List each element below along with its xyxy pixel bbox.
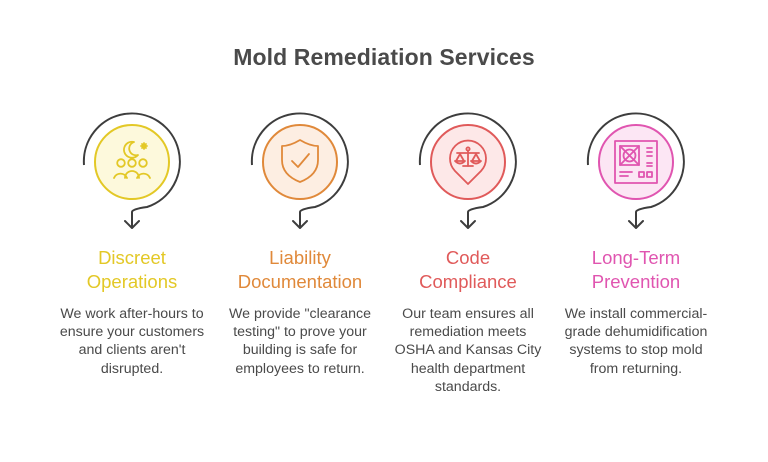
heading-line-2: Documentation bbox=[237, 271, 363, 292]
arrow-head-icon bbox=[292, 220, 308, 229]
step-heading: Long-Term Prevention bbox=[552, 246, 720, 294]
arrow-head-icon bbox=[124, 220, 140, 229]
step-graphic bbox=[250, 112, 349, 229]
arrow-head-icon bbox=[628, 220, 644, 229]
heading-line-1: Liability bbox=[269, 247, 331, 268]
connector-arc bbox=[586, 112, 685, 228]
step-long-term-prevention: Long-Term Prevention We install commerci… bbox=[552, 0, 720, 462]
step-description: We install commercial-grade dehumidifica… bbox=[564, 306, 708, 377]
shield-check-icon bbox=[281, 139, 319, 183]
step-description: Our team ensures all remediation meets O… bbox=[394, 306, 542, 395]
heading-line-2: Compliance bbox=[419, 271, 517, 292]
step-heading: Code Compliance bbox=[384, 246, 552, 294]
step-graphic bbox=[82, 112, 181, 229]
heading-line-1: Code bbox=[445, 247, 491, 268]
dehumidifier-icon bbox=[614, 140, 658, 184]
step-heading: Liability Documentation bbox=[216, 246, 384, 294]
step-graphic bbox=[586, 112, 685, 229]
step-discreet-operations: Discreet Operations We work after-hours … bbox=[48, 0, 216, 462]
step-description: We provide "clearance testing" to prove … bbox=[229, 306, 371, 377]
heading-line-1: Discreet bbox=[98, 247, 166, 268]
step-description: We work after-hours to ensure your custo… bbox=[59, 306, 205, 377]
step-code-compliance: Code Compliance Our team ensures all rem… bbox=[384, 0, 552, 462]
step-graphic bbox=[418, 112, 517, 229]
icon-circle bbox=[94, 124, 170, 200]
step-liability-documentation: Liability Documentation We provide "clea… bbox=[216, 0, 384, 462]
connector-arc bbox=[250, 112, 349, 228]
page-title: Mold Remediation Services bbox=[233, 44, 535, 70]
heading-line-2: Operations bbox=[86, 271, 178, 292]
heading-line-2: Prevention bbox=[591, 271, 681, 292]
arrow-head-icon bbox=[460, 220, 476, 229]
icon-circle bbox=[262, 124, 338, 200]
moon-star-people-icon bbox=[113, 140, 151, 179]
connector-arc bbox=[82, 112, 181, 228]
scales-pin-icon bbox=[449, 139, 487, 185]
connector-arc bbox=[418, 112, 517, 228]
step-heading: Discreet Operations bbox=[48, 246, 216, 294]
heading-line-1: Long-Term bbox=[591, 247, 681, 268]
